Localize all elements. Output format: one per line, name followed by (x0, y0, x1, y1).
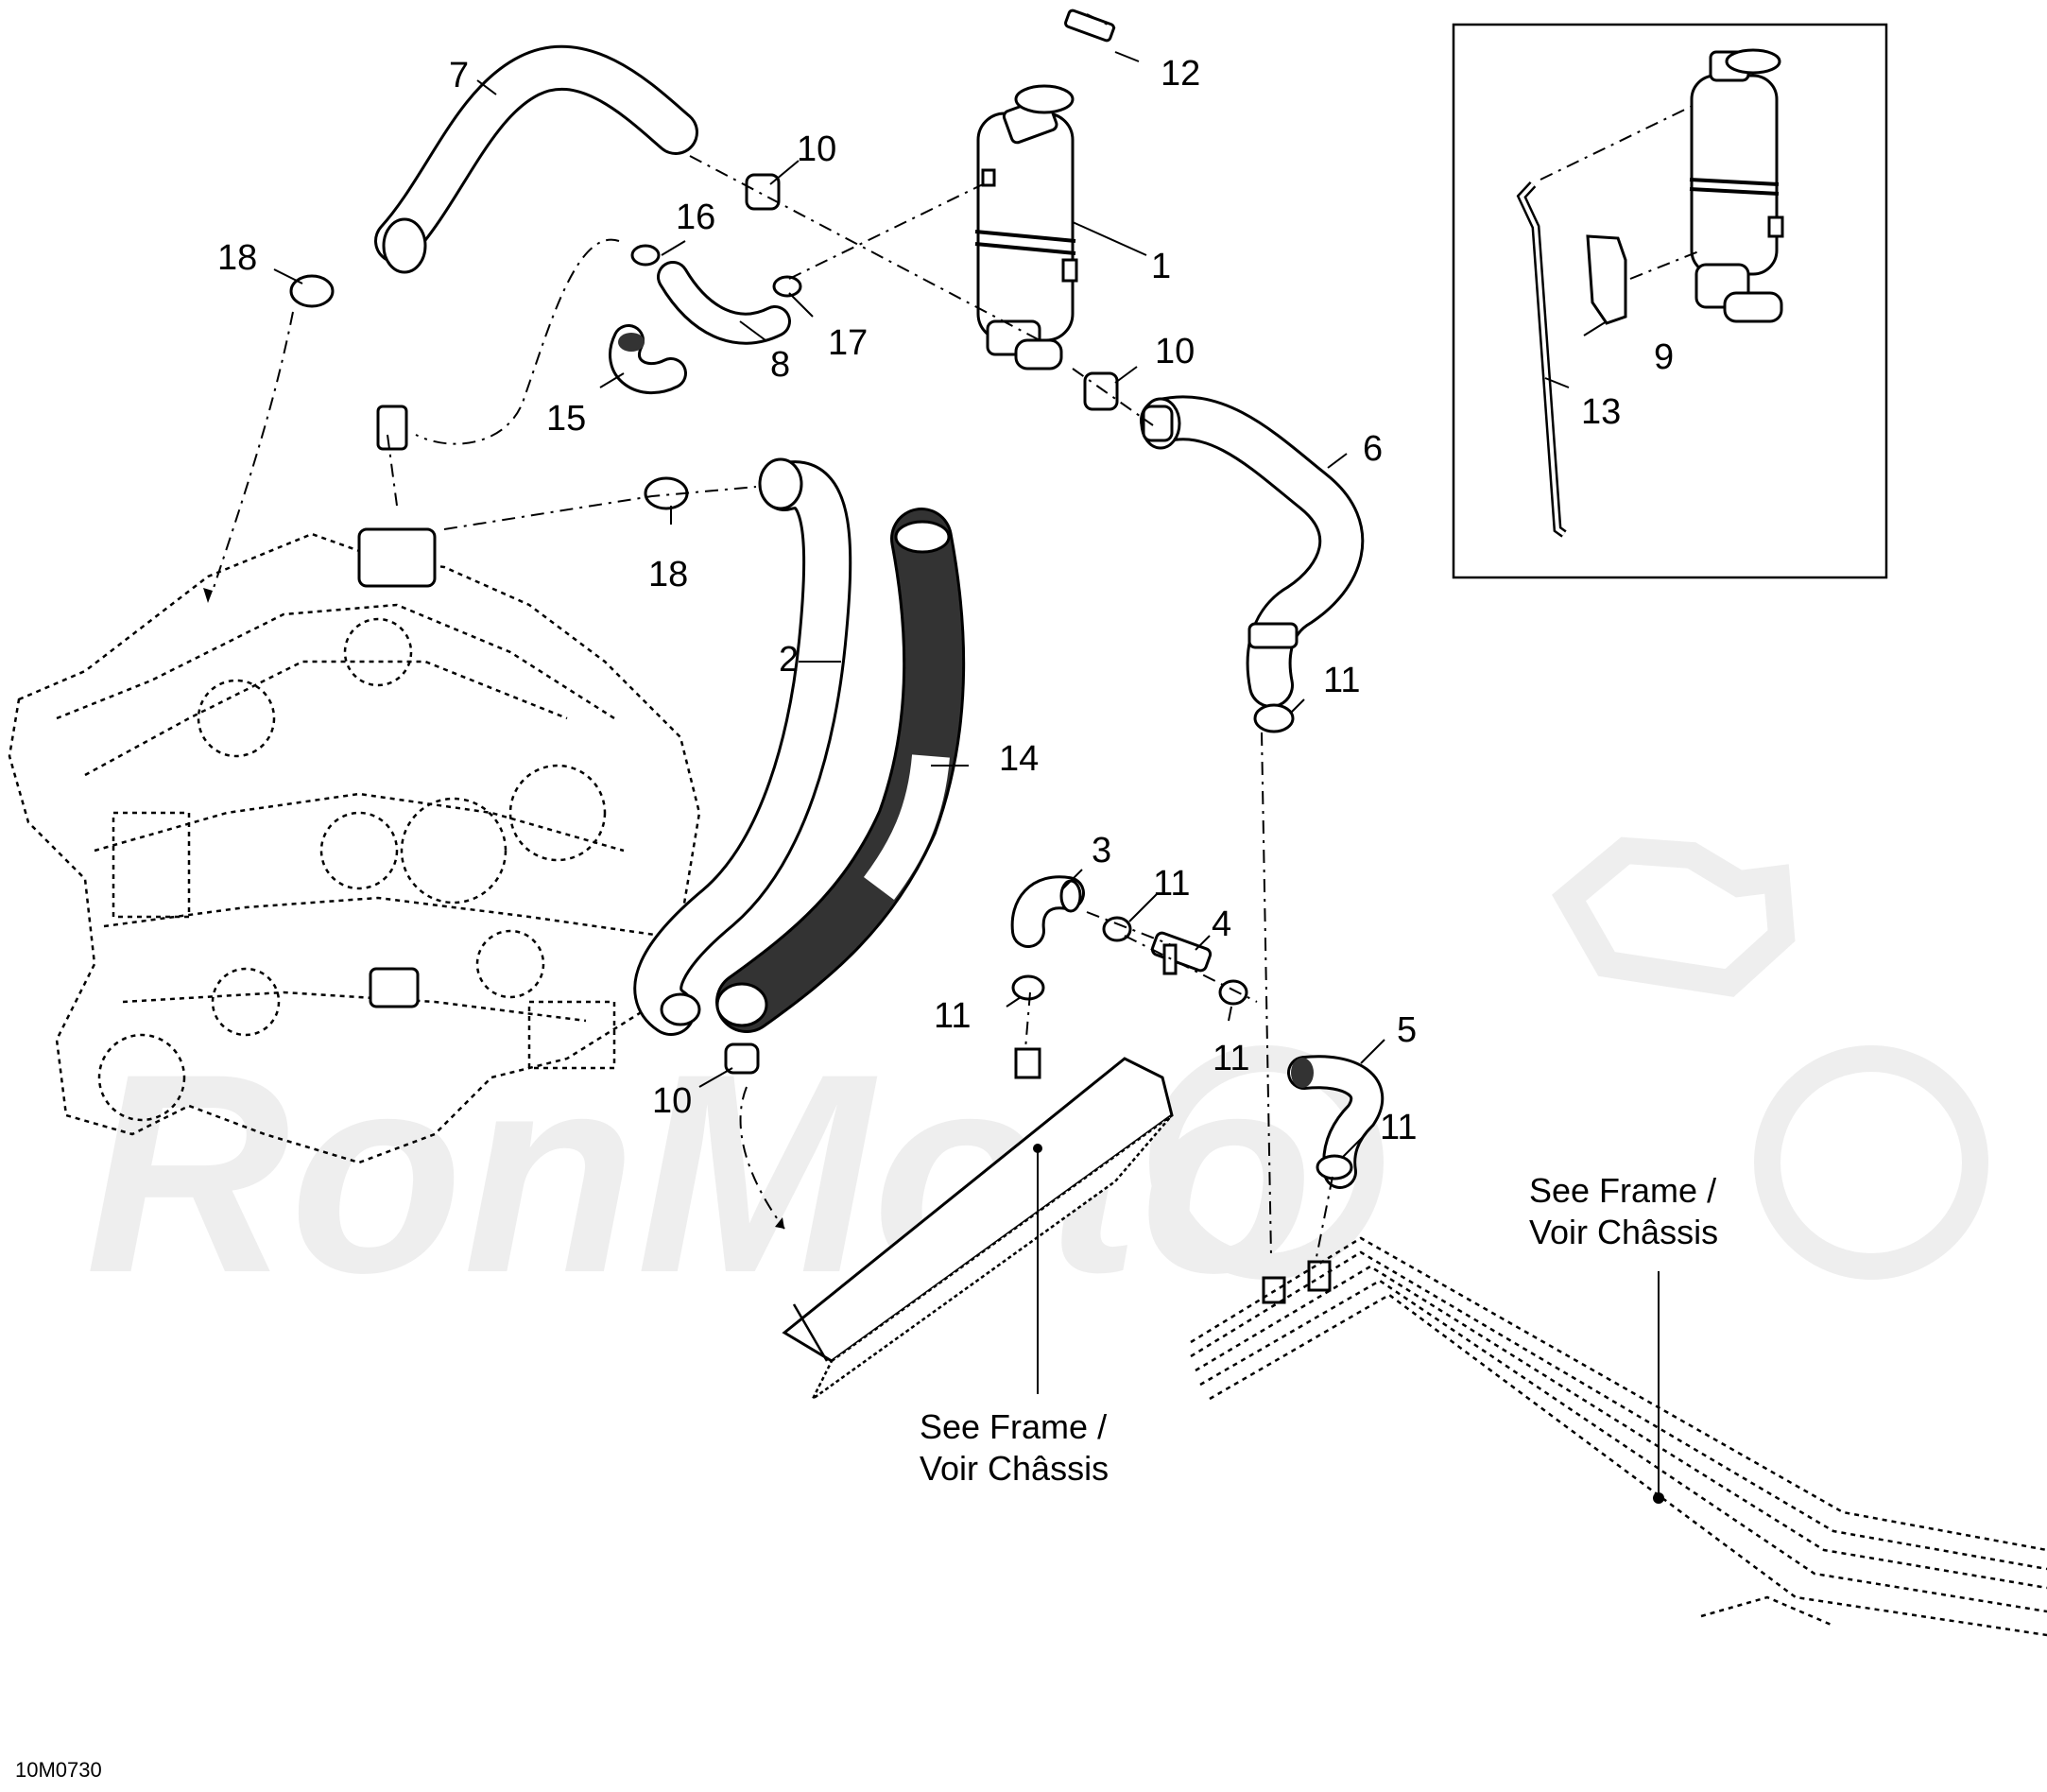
callout-18-left: 18 (217, 238, 257, 278)
clamps (289, 173, 1353, 1180)
callout-10-mid: 10 (1155, 332, 1195, 371)
routing-lines (203, 13, 1333, 1263)
callout-2: 2 (779, 640, 799, 680)
callout-11-d: 11 (1213, 1039, 1249, 1078)
callout-11-b: 11 (1153, 864, 1190, 904)
callout-10-low: 10 (652, 1081, 692, 1121)
callout-11-e: 11 (1380, 1108, 1417, 1147)
hose-7 (374, 44, 698, 274)
svg-text:Voir Châssis: Voir Châssis (920, 1449, 1109, 1488)
callout-labels: 1 2 3 4 5 6 7 8 9 10 10 10 11 11 11 11 1… (217, 54, 1674, 1147)
see-frame-note-left: See Frame / Voir Châssis (920, 1407, 1109, 1488)
callout-18-mid: 18 (648, 555, 688, 594)
hose-15 (609, 324, 687, 394)
part-13-tube (1516, 181, 1567, 538)
hose-14 (715, 508, 966, 1033)
radiator-cooler (782, 1047, 1332, 1401)
callout-1: 1 (1151, 247, 1171, 286)
part-9-pad (1586, 234, 1627, 325)
callout-17: 17 (828, 323, 868, 363)
engine (8, 405, 701, 1164)
callout-15: 15 (546, 399, 586, 439)
callout-14: 14 (999, 739, 1039, 779)
callout-10-top: 10 (797, 129, 836, 169)
hose-5 (1287, 1055, 1385, 1189)
svg-text:Voir Châssis: Voir Châssis (1529, 1213, 1718, 1251)
reservoir-1 (974, 84, 1078, 370)
cap-12 (1064, 9, 1115, 43)
frame-rail (1190, 1236, 2047, 1637)
inset-box (1452, 23, 1888, 579)
hose-2 (633, 457, 852, 1036)
callout-12: 12 (1161, 54, 1200, 94)
svg-text:See Frame /: See Frame / (920, 1407, 1107, 1446)
callout-8: 8 (770, 345, 790, 385)
hose-6 (1140, 395, 1365, 708)
inset-reservoir (1689, 48, 1784, 323)
leader-lines (273, 51, 1664, 1504)
hose-8 (657, 261, 791, 345)
callout-9: 9 (1654, 337, 1674, 377)
callout-3: 3 (1092, 831, 1111, 870)
elbow-3 (1010, 875, 1085, 948)
callout-7: 7 (449, 56, 469, 95)
callout-11-a: 11 (1323, 661, 1360, 700)
svg-text:See Frame /: See Frame / (1529, 1171, 1716, 1210)
callout-11-c: 11 (934, 996, 971, 1036)
diagram-code: 10M0730 (15, 1758, 102, 1782)
callout-13: 13 (1581, 392, 1621, 432)
callout-4: 4 (1212, 905, 1231, 944)
callout-6: 6 (1363, 429, 1383, 469)
see-frame-note-right: See Frame / Voir Châssis (1529, 1171, 1718, 1251)
callout-5: 5 (1397, 1010, 1417, 1050)
callout-16: 16 (676, 198, 715, 237)
